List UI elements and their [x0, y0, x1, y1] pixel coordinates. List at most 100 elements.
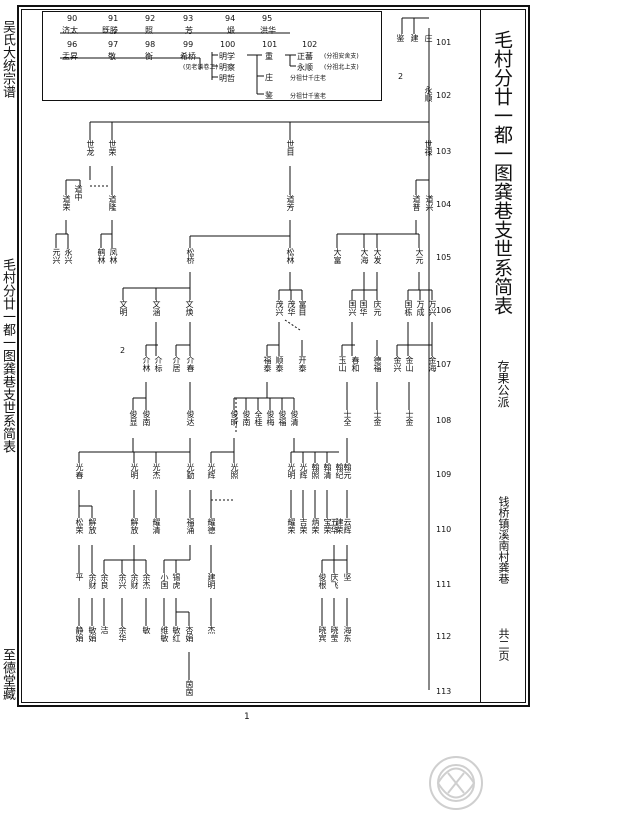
person-name: 光明 — [287, 463, 296, 479]
person-name: 国栋 — [404, 300, 413, 316]
person-name: 道荣 — [62, 195, 71, 211]
person-name: 文明 — [119, 300, 128, 316]
generation-number: 105 — [436, 253, 452, 262]
inset-name: 明察 — [219, 63, 235, 72]
person-name: 士金 — [373, 410, 382, 426]
person-name: 俊南 — [142, 410, 151, 426]
person-name: 国华 — [359, 300, 368, 316]
person-name: 俊福 — [278, 410, 287, 426]
person-name: 道隆 — [108, 195, 117, 211]
person-name: 鉴 — [396, 34, 405, 42]
person-name: 元兴 — [52, 248, 61, 264]
generation-number: 107 — [436, 360, 452, 369]
person-name: 锡虎 — [172, 573, 181, 589]
location-label: 钱桥镇溪南村龚巷 — [497, 496, 510, 584]
person-name: 松林 — [286, 248, 295, 264]
person-name: 俊达 — [186, 410, 195, 426]
person-name: 道芳 — [286, 195, 295, 211]
person-name: 光勤 — [186, 463, 195, 479]
person-name: 敏娟 — [88, 626, 97, 642]
collection-seal-watermark — [429, 756, 483, 810]
page-number: 1 — [244, 712, 250, 722]
person-name: 介居 — [172, 356, 181, 372]
inset-gen: 91 — [108, 14, 119, 23]
inset-name: 庄 — [265, 73, 273, 82]
person-name: 介春 — [186, 356, 195, 372]
inset-note: (分祖安舍支) — [324, 53, 359, 60]
person-name: 道普 — [412, 195, 421, 211]
person-name: 凤林 — [109, 248, 118, 264]
person-name: 翰照 — [311, 463, 320, 479]
person-name: 建 — [410, 34, 419, 42]
generation-note: 2 — [120, 346, 126, 355]
person-name: 光辉 — [207, 463, 216, 479]
inset-gen: 98 — [145, 40, 156, 49]
person-name: 静娟 — [75, 626, 84, 642]
inset-gen: 90 — [67, 14, 78, 23]
person-name: 解放 — [130, 518, 139, 534]
person-name: 春和 — [351, 356, 360, 372]
person-name: 建荣 — [335, 518, 344, 534]
spine-middle-title: 毛村分廿一都一图龚巷支世系简表 — [0, 258, 15, 453]
ancestry-inset-box — [42, 11, 382, 101]
person-name: 茂华 — [287, 300, 296, 316]
generation-number: 108 — [436, 416, 452, 425]
spine-top-title: 吴氏大统宗谱 — [0, 20, 15, 98]
person-name: 余杰 — [142, 573, 151, 589]
person-name: 余华 — [118, 626, 127, 642]
person-name: 富目 — [298, 300, 307, 316]
person-name: 余兴 — [118, 573, 127, 589]
person-name: 庆元 — [373, 300, 382, 316]
person-name: 永兴 — [64, 248, 73, 264]
page-border-outer — [17, 5, 530, 707]
person-name: 余良 — [100, 573, 109, 589]
person-name: 茵茵 — [185, 680, 194, 696]
generation-number: 110 — [436, 525, 452, 534]
inset-gen: 95 — [262, 14, 273, 23]
person-name: 吉荣 — [299, 518, 308, 534]
person-name: 金海 — [428, 356, 437, 372]
generation-number: 109 — [436, 470, 452, 479]
person-name: 耀荣 — [287, 518, 296, 534]
person-name: 俊显 — [129, 410, 138, 426]
inset-gen: 97 — [108, 40, 119, 49]
inset-name: 重 — [265, 52, 273, 61]
page-border-inner — [21, 9, 526, 703]
page-title: 毛村分廿一都一图龚巷支世系简表 — [491, 30, 513, 315]
person-name: 世龙 — [86, 140, 95, 156]
person-name: 维敏 — [160, 626, 169, 642]
person-name: 顺泰 — [275, 356, 284, 372]
person-name: 炳荣 — [311, 518, 320, 534]
person-name: 坚 — [343, 573, 352, 581]
inset-name: 明学 — [219, 52, 235, 61]
inset-name: 洪华 — [260, 26, 276, 35]
title-column-divider — [480, 9, 481, 703]
person-name: 海东 — [343, 626, 352, 642]
person-name: 耀德 — [207, 518, 216, 534]
person-name: 敏 — [142, 626, 151, 634]
inset-name: 既滕 — [102, 26, 118, 35]
person-name: 俊清 — [290, 410, 299, 426]
person-name: 光照 — [230, 463, 239, 479]
person-name: 洁 — [100, 626, 109, 634]
person-name: 建明 — [207, 573, 216, 589]
person-name: 大海 — [360, 248, 369, 264]
generation-number: 102 — [436, 91, 452, 100]
person-name: 杰 — [207, 626, 216, 634]
person-name: 耀清 — [152, 518, 161, 534]
person-name: 解放 — [88, 518, 97, 534]
inset-gen: 96 — [67, 40, 78, 49]
person-name: 庆飞 — [330, 573, 339, 589]
person-name: 福涌 — [186, 518, 195, 534]
inset-name: 希桥 — [180, 52, 196, 61]
generation-number: 113 — [436, 687, 452, 696]
person-name: 福泰 — [263, 356, 272, 372]
person-name: 大富 — [333, 248, 342, 264]
inset-name: 永顺 — [297, 63, 313, 72]
person-name: 鹤林 — [97, 248, 106, 264]
person-name: 金山 — [405, 356, 414, 372]
person-name: 全桂 — [254, 410, 263, 426]
inset-note: 分祖廿千庄老 — [290, 75, 327, 82]
inset-gen: 101 — [262, 40, 278, 49]
